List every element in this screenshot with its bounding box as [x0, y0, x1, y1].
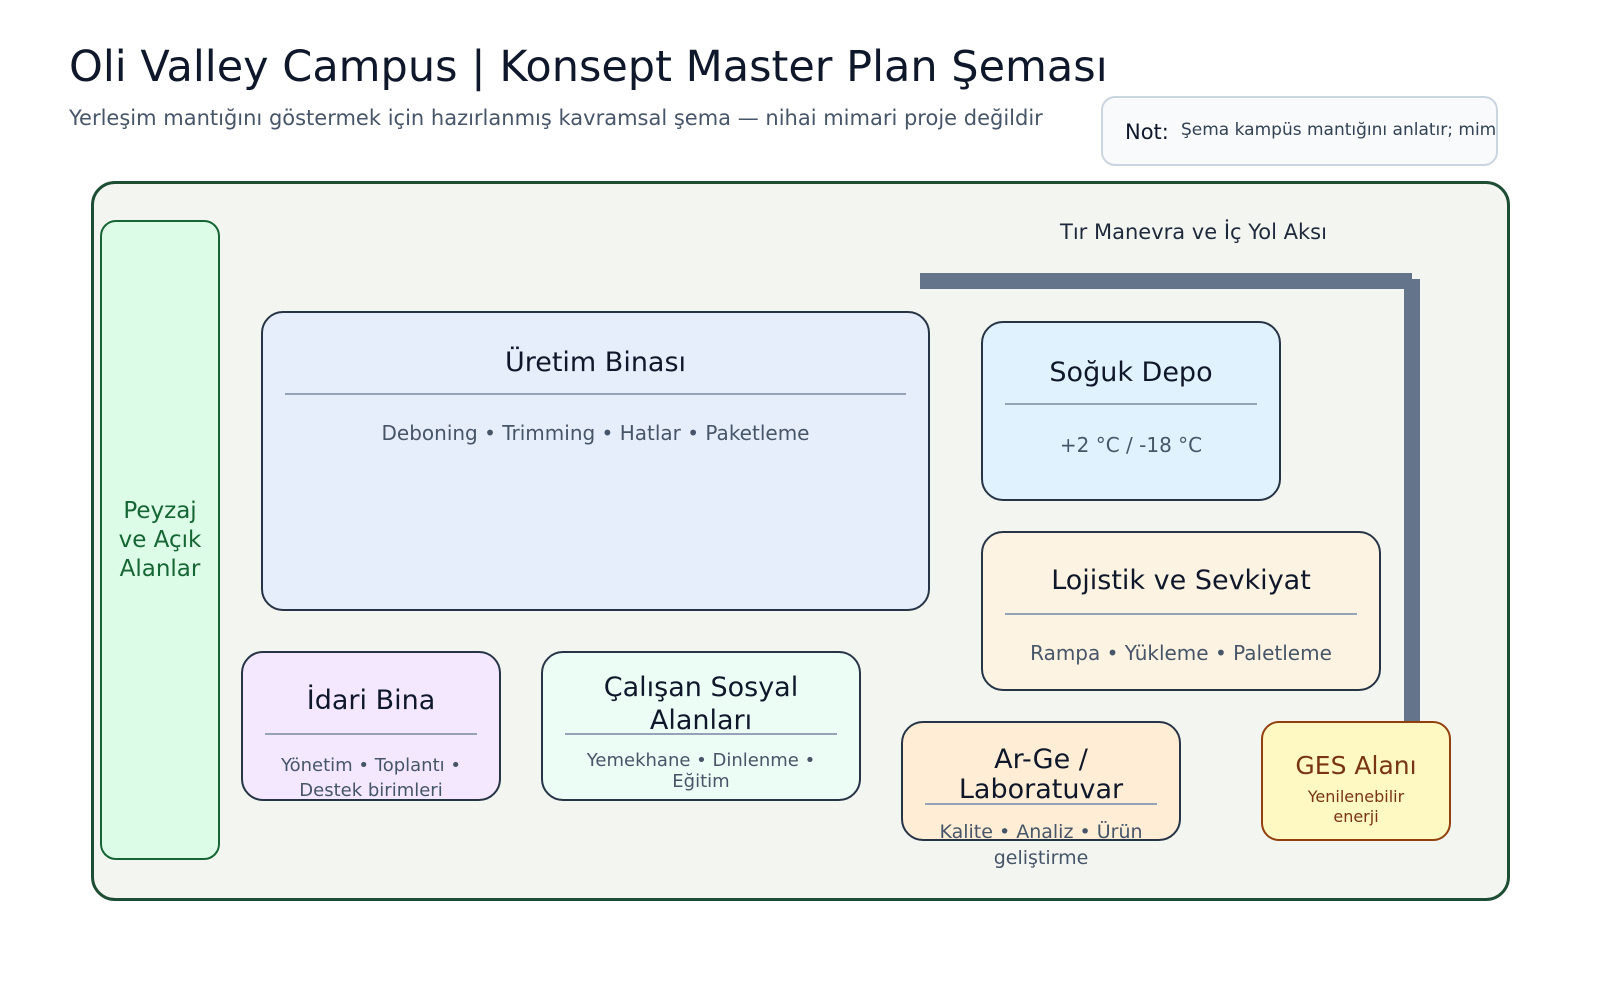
zone-divider: [1005, 403, 1257, 405]
zone-title: Çalışan Sosyal Alanları: [603, 672, 799, 736]
zone-production-building: Üretim Binası Deboning • Trimming • Hatl…: [261, 311, 930, 611]
zone-divider: [265, 733, 477, 735]
zone-cold-storage: Soğuk Depo +2 °C / -18 °C: [981, 321, 1281, 501]
zone-subtitle: Yenilenebilir enerji: [1307, 787, 1405, 826]
zone-subtitle: Rampa • Yükleme • Paletleme: [1030, 641, 1332, 665]
zone-title: Ar-Ge / Laboratuvar: [958, 744, 1124, 805]
zone-subtitle: Kalite • Analiz • Ürün geliştirme: [939, 821, 1143, 869]
note-box: Not: Şema kampüs mantığını anlatır; mima…: [1101, 96, 1498, 166]
zone-admin-building: İdari Bina Yönetim • Toplantı • Destek b…: [241, 651, 501, 801]
note-label: Not:: [1125, 120, 1169, 144]
zone-title: GES Alanı: [1295, 751, 1417, 780]
road-vertical-segment: [1404, 279, 1420, 726]
note-text: Şema kampüs mantığını anlatır; mimari ye…: [1181, 120, 1497, 140]
road-label: Tır Manevra ve İç Yol Aksı: [1060, 220, 1327, 244]
zone-rnd-laboratory: Ar-Ge / Laboratuvar Kalite • Analiz • Ür…: [901, 721, 1181, 869]
zone-title: İdari Bina: [306, 685, 436, 716]
zone-title: Üretim Binası: [504, 347, 687, 378]
landscape-zone: Peyzaj ve Açık Alanlar: [100, 220, 220, 860]
zone-divider: [1005, 613, 1357, 615]
landscape-label: Peyzaj ve Açık Alanlar: [118, 497, 202, 582]
zone-title: Lojistik ve Sevkiyat: [1051, 565, 1311, 596]
zone-subtitle: Yemekhane • Dinlenme • Eğitim: [586, 750, 816, 792]
zone-solar-ges: GES Alanı Yenilenebilir enerji: [1261, 721, 1451, 841]
zone-subtitle: Yönetim • Toplantı • Destek birimleri: [281, 755, 461, 801]
page-subtitle: Yerleşim mantığını göstermek için hazırl…: [69, 106, 1043, 130]
zone-subtitle: Deboning • Trimming • Hatlar • Paketleme: [381, 421, 810, 445]
road-horizontal-segment: [920, 273, 1412, 289]
zone-subtitle: +2 °C / -18 °C: [1059, 433, 1203, 457]
page-title: Oli Valley Campus | Konsept Master Plan …: [69, 42, 1108, 92]
zone-divider: [565, 733, 837, 735]
zone-logistics: Lojistik ve Sevkiyat Rampa • Yükleme • P…: [981, 531, 1381, 691]
zone-title: Soğuk Depo: [1049, 357, 1213, 388]
zone-divider: [285, 393, 906, 395]
zone-employee-social: Çalışan Sosyal Alanları Yemekhane • Dinl…: [541, 651, 861, 801]
zone-divider: [925, 803, 1157, 805]
